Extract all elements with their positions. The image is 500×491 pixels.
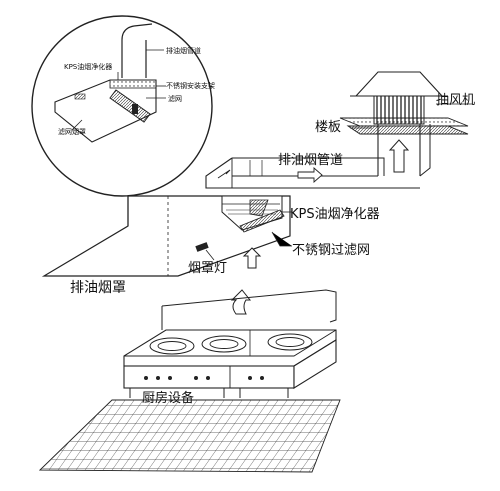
- label-purifier: KPS油烟净化器: [290, 207, 380, 222]
- hood: KPS油烟净化器 不锈钢过滤网 烟罩灯 排油烟罩: [41, 195, 380, 296]
- tiled-floor: [38, 399, 341, 473]
- label-floor: 楼板: [315, 120, 341, 135]
- label-hood: 排油烟罩: [70, 280, 126, 296]
- exhaust-duct: 排油烟管道: [205, 153, 420, 189]
- inset-label-hood: 滤网烟罩: [58, 127, 86, 136]
- inset-label-duct: 排油烟管道: [166, 46, 201, 55]
- label-hood-lamp: 烟罩灯: [188, 261, 227, 276]
- airflow-arrow: [230, 289, 252, 315]
- kitchen-equipment: 厨房设备: [123, 289, 337, 406]
- label-filter: 不锈钢过滤网: [292, 243, 370, 258]
- detail-inset: 排油烟管道 KPS油烟净化器 不锈钢安装支架 滤网 滤网烟罩: [31, 15, 215, 197]
- label-fan: 抽风机: [436, 93, 475, 108]
- exhaust-fan: 抽风机: [350, 71, 475, 125]
- riser-duct: [377, 124, 431, 177]
- floor-slab: 楼板: [315, 117, 469, 135]
- inset-label-bracket: 不锈钢安装支架: [166, 81, 215, 90]
- label-exhaust-duct: 排油烟管道: [278, 153, 343, 168]
- inset-label-purifier: KPS油烟净化器: [64, 62, 112, 71]
- inset-label-filter: 滤网: [168, 94, 182, 103]
